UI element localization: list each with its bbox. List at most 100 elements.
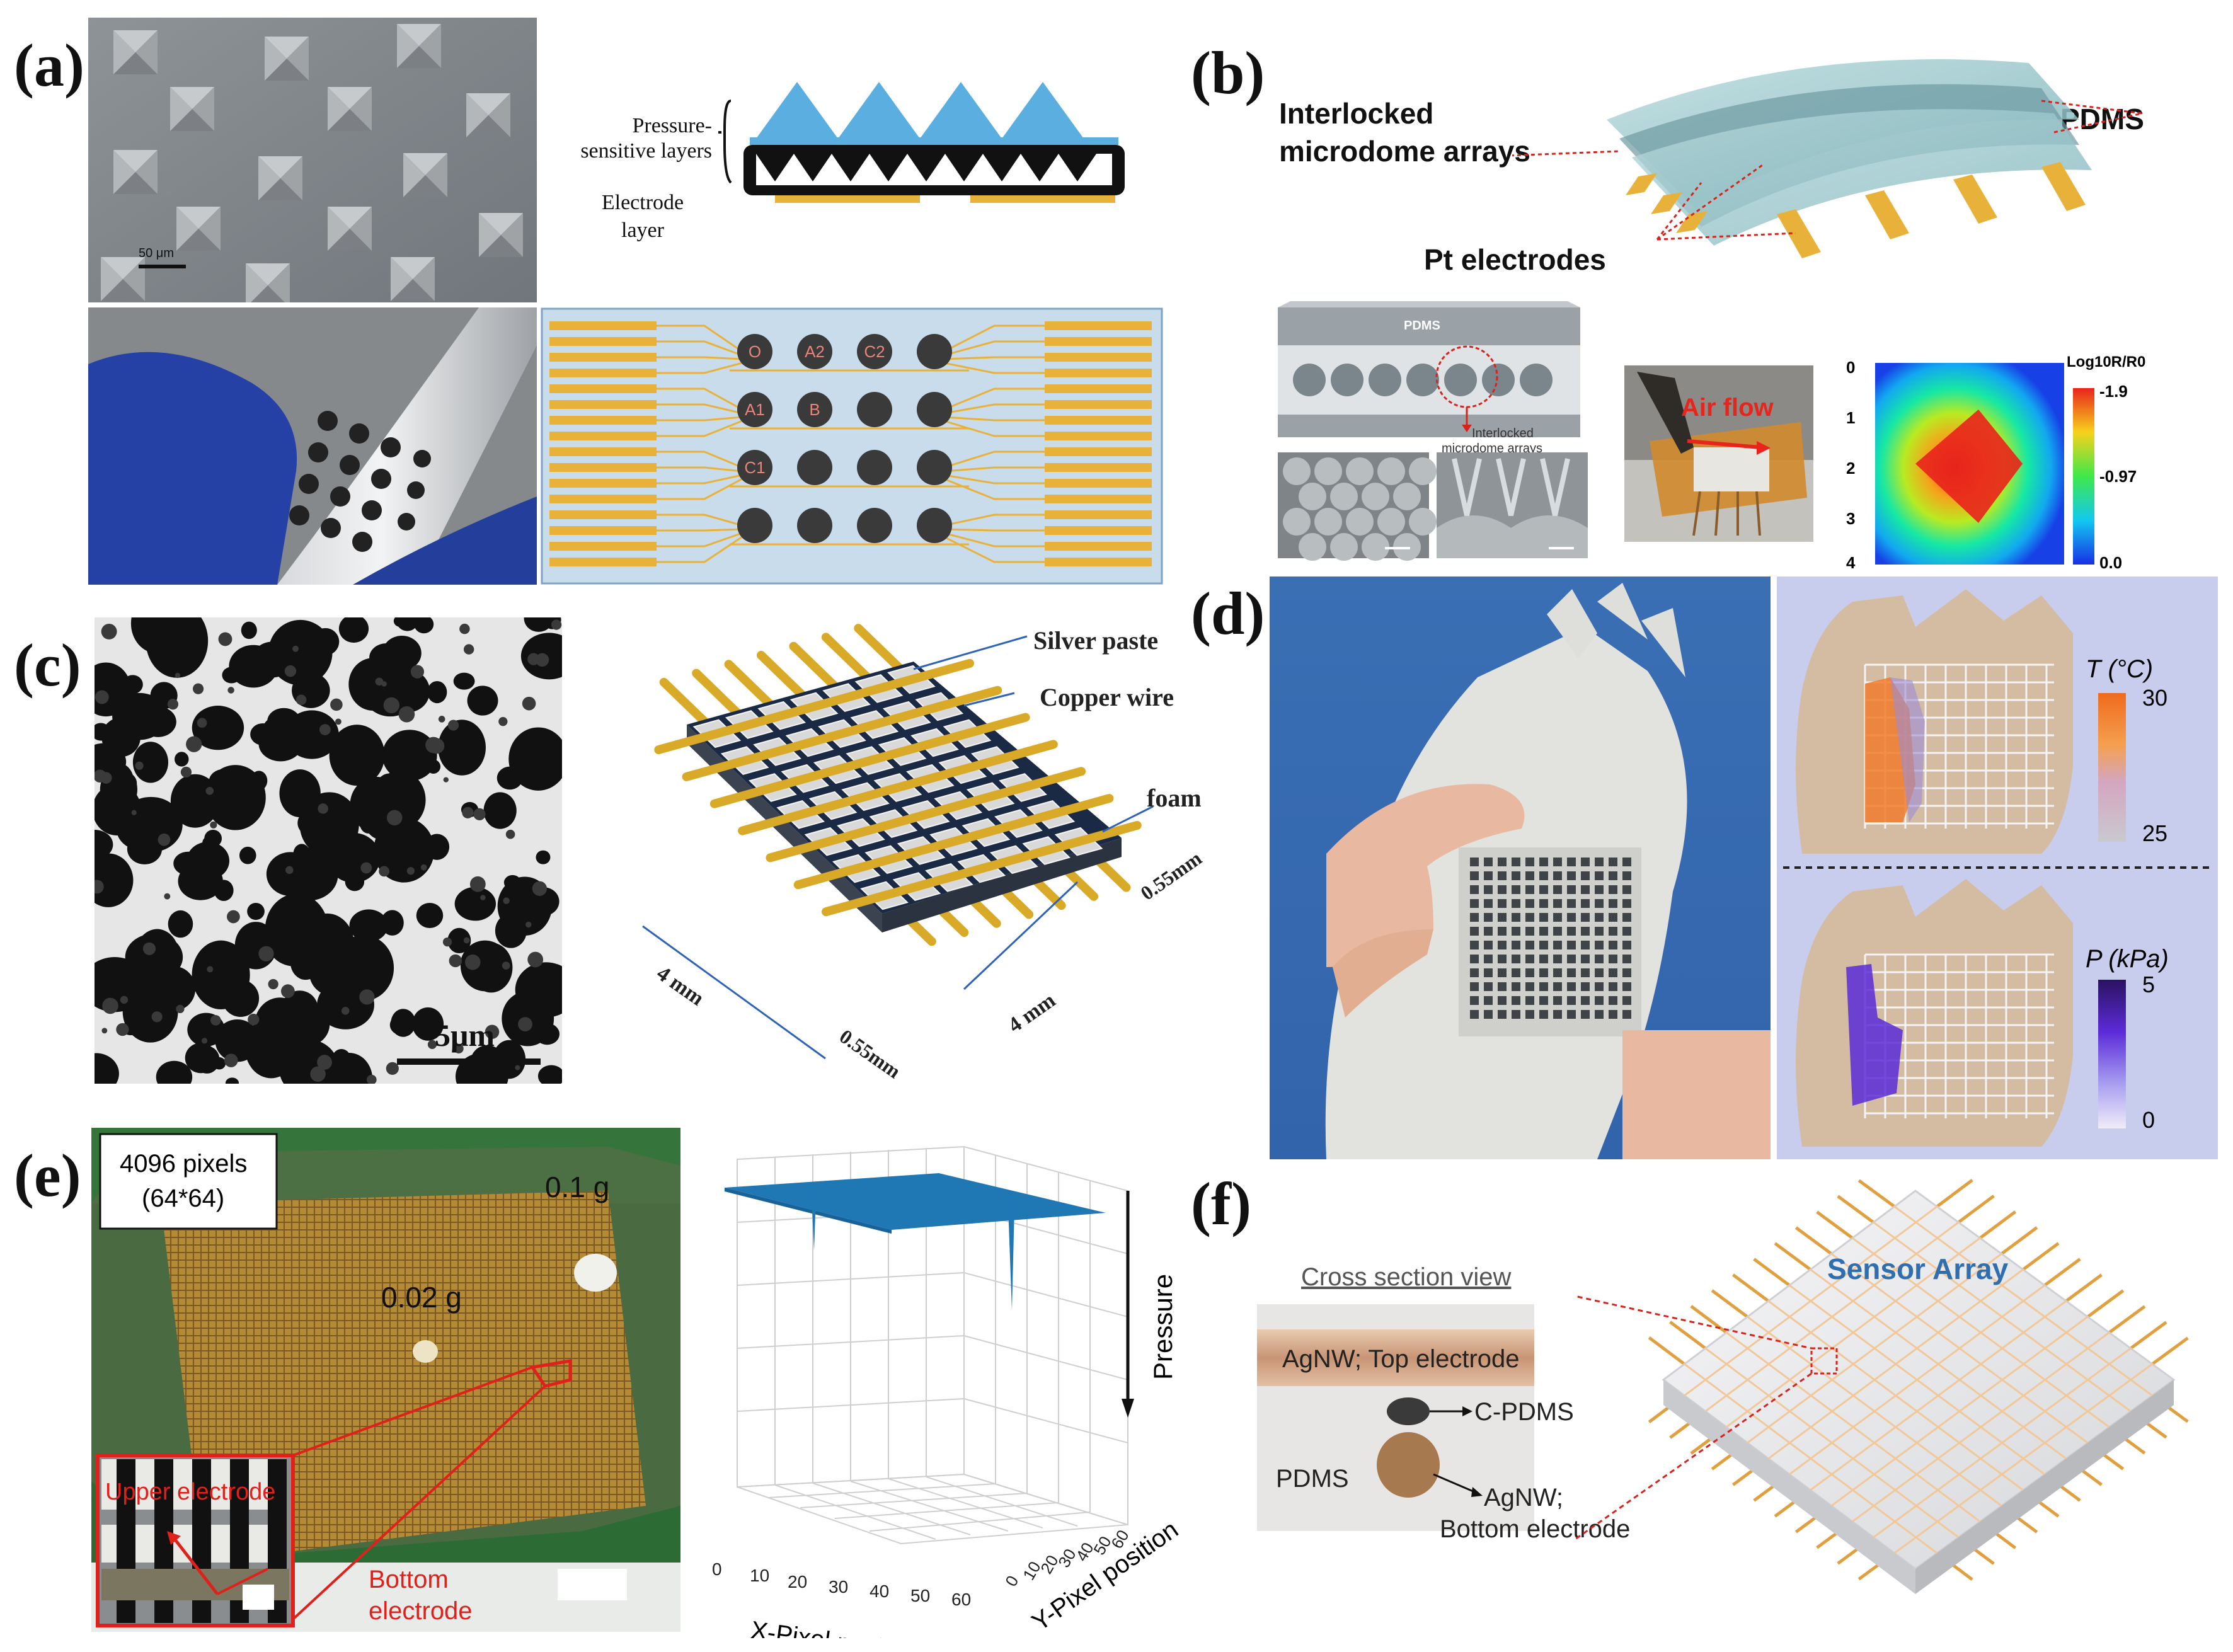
- electrode-layer-label: Electrode layer: [567, 189, 718, 244]
- robotic-hand-photo: [1270, 576, 1771, 1159]
- pressure-label-line2: sensitive layers: [580, 139, 712, 163]
- plot-xtick-0: 0: [712, 1559, 722, 1579]
- sensor-node-label: A2: [805, 342, 825, 361]
- foam-sem-image: 5μm: [95, 617, 562, 1084]
- sensor-node: [797, 334, 832, 369]
- dim-055-top: 0.55mm: [1136, 846, 1205, 904]
- panel-d-letter: (d): [1191, 580, 1265, 647]
- bottom-electrode-line1: Bottom: [369, 1566, 449, 1593]
- air-flow-text: Air flow: [1681, 394, 1774, 422]
- weight-0-1g: 0.1 g: [545, 1171, 609, 1203]
- copper-wire-label: Copper wire: [1040, 683, 1174, 711]
- air-flow-photo: Air flow: [1624, 365, 1813, 542]
- plot-ytick-0: 0: [1001, 1572, 1022, 1590]
- plot-x-label: X-Pixel position: [749, 1616, 925, 1638]
- dim-055-bottom: 0.55mm: [835, 1024, 905, 1082]
- pressure-label-line1: Pressure-: [632, 114, 712, 137]
- sensor-node-label: A1: [745, 400, 765, 419]
- agnw-bottom-line2: Bottom electrode: [1440, 1515, 1630, 1543]
- sensor-node: [857, 508, 892, 543]
- plot-xtick-50: 50: [910, 1586, 930, 1605]
- plot-xtick-40: 40: [870, 1581, 889, 1601]
- pressure-tick-5: 5: [2142, 972, 2155, 997]
- sensor-array-illustration: Sensor Array: [1575, 1179, 2189, 1594]
- silver-paste-label: Silver paste: [1033, 626, 1158, 655]
- sensor-node: [917, 392, 952, 427]
- heatmap-cbar-tick-mid: -0.97: [2099, 467, 2137, 486]
- heatmap-ytick-4: 4: [1846, 553, 1856, 572]
- pressure-map-label: P (kPa): [2086, 945, 2169, 973]
- heatmap-colorbar-title: Log10R/R0: [2067, 353, 2145, 370]
- dim-4mm-left: 4 mm: [652, 961, 708, 1010]
- sensor-node: [917, 450, 952, 485]
- sensor-node-label: C1: [744, 458, 765, 477]
- inset-interlocked-line2: microdome arrays: [1442, 442, 1542, 456]
- pressure-heatmap: 0 1 2 3 4 Log10R/R0 -1.9 -0.97 0.0: [1846, 353, 2145, 572]
- sensor-node: [857, 334, 892, 369]
- panel-c-letter: (c): [14, 631, 81, 699]
- agnw-bottom-line1: AgNW;: [1484, 1484, 1563, 1511]
- sensor-node: [737, 392, 772, 427]
- pt-electrodes-label: Pt electrodes: [1424, 243, 1606, 276]
- large-array-photo: 4096 pixels (64*64) 0.1 g 0.02 g Upper e…: [91, 1128, 680, 1632]
- interlocked-label: Interlocked microdome arrays: [1279, 95, 1530, 170]
- heatmap-cbar-tick-top: -1.9: [2099, 382, 2128, 401]
- sensor-node: [797, 450, 832, 485]
- sensor-node: [737, 450, 772, 485]
- cross-section-view-diagram: Cross section view AgNW; Top electrode C…: [1257, 1263, 1630, 1543]
- bottom-electrode-line2: electrode: [369, 1597, 473, 1625]
- inset-interlocked-line1: Interlocked: [1472, 427, 1534, 440]
- plot-xtick-30: 30: [829, 1577, 848, 1597]
- temperature-tick-30: 30: [2142, 685, 2167, 711]
- sensor-node: [737, 508, 772, 543]
- interlocked-line1: Interlocked: [1279, 97, 1434, 130]
- temperature-tick-25: 25: [2142, 820, 2167, 846]
- cross-section-title: Cross section view: [1301, 1263, 1512, 1291]
- interlocked-line2: microdome arrays: [1279, 135, 1530, 168]
- heatmap-cbar-tick-bottom: 0.0: [2099, 553, 2122, 572]
- dim-4mm-right: 4 mm: [1004, 989, 1060, 1037]
- sensor-node: [797, 392, 832, 427]
- heatmap-ytick-2: 2: [1846, 459, 1855, 478]
- interlocked-cross-section-inset: PDMS Interlocked microdome arrays: [1278, 301, 1588, 561]
- pressure-tick-0: 0: [2142, 1107, 2155, 1133]
- inset-pdms-text: PDMS: [1404, 319, 1440, 333]
- panel-a-letter: (a): [14, 32, 84, 99]
- sensor-node: [737, 334, 772, 369]
- heatmap-ytick-0: 0: [1846, 358, 1855, 377]
- sensor-array-title: Sensor Array: [1827, 1253, 2009, 1285]
- sensor-node: [797, 508, 832, 543]
- electrode-label-line1: Electrode: [601, 191, 684, 214]
- panel-e-letter: (e): [14, 1142, 81, 1209]
- panel-b-letter: (b): [1191, 39, 1265, 106]
- pressure-layers-label: Pressure- sensitive layers: [561, 113, 712, 164]
- panel-f-letter: (f): [1191, 1170, 1251, 1237]
- weight-0-02g: 0.02 g: [381, 1281, 462, 1314]
- c-pdms-label: C-PDMS: [1474, 1398, 1574, 1426]
- cross-section-schematic: [718, 82, 1125, 203]
- pixel-count-line1: 4096 pixels: [120, 1150, 247, 1178]
- sensor-node: [917, 334, 952, 369]
- sensor-node-label: B: [809, 400, 820, 419]
- pdms-region-label: PDMS: [1276, 1465, 1349, 1493]
- agnw-top-electrode-label: AgNW; Top electrode: [1282, 1345, 1520, 1373]
- temperature-label: T (°C): [2086, 655, 2153, 683]
- plot-xtick-20: 20: [788, 1572, 807, 1592]
- sensor-node-label: O: [749, 342, 761, 361]
- pixel-count-line2: (64*64): [142, 1185, 224, 1212]
- pressure-3d-surface-plot: Pressure 0 10 20 30 40 50 60 X-Pixel pos…: [712, 1145, 1183, 1638]
- sensor-node-label: C2: [864, 342, 885, 361]
- sensor-node: [857, 392, 892, 427]
- foam-label: foam: [1147, 784, 1202, 812]
- flexible-sensor-illustration: [1512, 59, 2143, 258]
- heatmap-ytick-3: 3: [1846, 509, 1855, 528]
- upper-electrode-label: Upper electrode: [105, 1479, 275, 1505]
- plot-xtick-10: 10: [750, 1566, 769, 1585]
- heatmap-ytick-1: 1: [1846, 408, 1855, 427]
- plot-z-label: Pressure: [1148, 1274, 1178, 1380]
- sensor-node: [917, 508, 952, 543]
- pyramid-sem-image: 50 μm: [88, 18, 537, 302]
- electrode-label-line2: layer: [621, 219, 664, 242]
- foam-sensor-array-diagram: Silver paste Copper wire foam 4 mm 4 mm …: [642, 624, 1206, 1083]
